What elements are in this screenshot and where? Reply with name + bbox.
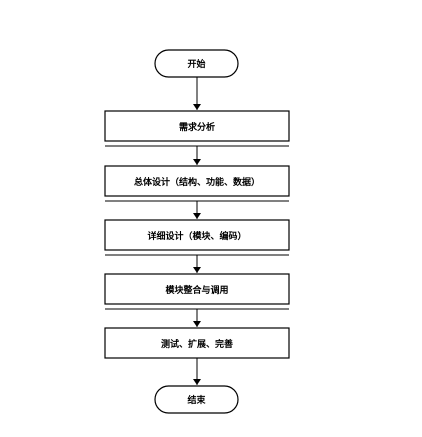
- step-box-5: [104, 327, 290, 359]
- step-box-4: [104, 273, 290, 305]
- step-3-label: 详细设计（模块、编码）: [147, 231, 247, 242]
- step-4-label: 模块整合与调用: [165, 285, 229, 296]
- step-box-3: [104, 219, 290, 251]
- start-label: 开始: [187, 60, 206, 70]
- arrowhead-end: [193, 379, 201, 385]
- arrowhead-step3: [193, 213, 201, 219]
- arrowhead-step5: [193, 321, 201, 327]
- arrowhead-step2: [193, 159, 201, 165]
- end-terminal-shape: [154, 385, 239, 414]
- step-5-label: 测试、扩展、完善: [160, 339, 233, 350]
- end-label: 结束: [187, 396, 206, 406]
- step-2-label: 总体设计（结构、功能、数据）: [133, 177, 260, 188]
- step-box-2: [104, 165, 290, 197]
- arrowhead-step1: [193, 104, 201, 110]
- arrowhead-step4: [193, 267, 201, 273]
- step-1-label: 需求分析: [178, 122, 215, 133]
- step-box-1: [104, 110, 290, 142]
